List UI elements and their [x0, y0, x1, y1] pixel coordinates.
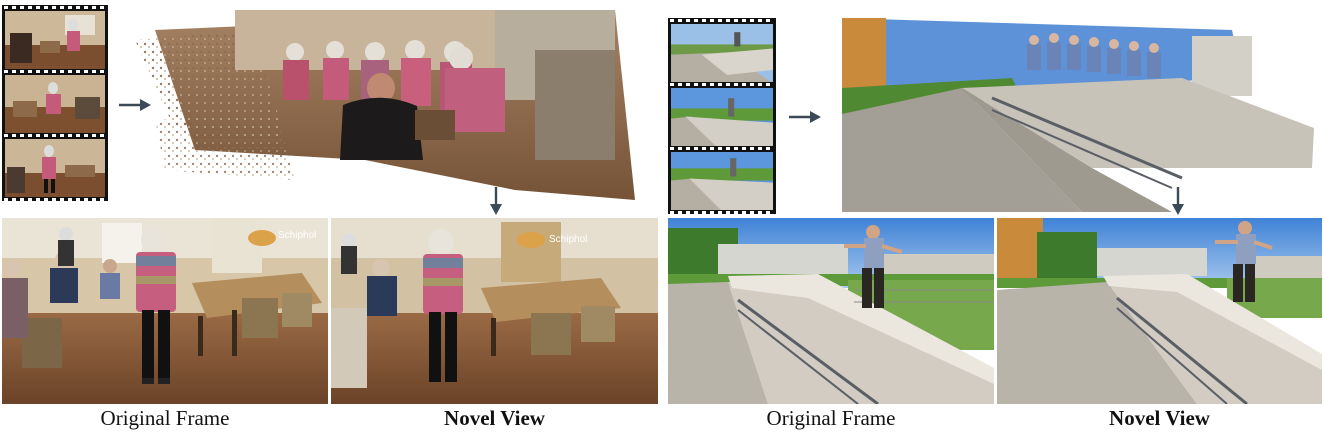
point-cloud-reconstruction-indoor — [135, 10, 640, 206]
right-arrow-icon — [118, 96, 152, 114]
right-arrow-icon — [788, 108, 822, 126]
input-film-strip-left — [2, 5, 108, 201]
novel-view-image-indoor: Schiphol — [331, 218, 658, 404]
novel-view-image-outdoor — [997, 218, 1322, 404]
caption-original-frame-right: Original Frame — [766, 406, 896, 430]
input-frame — [5, 75, 105, 133]
point-cloud-reconstruction-outdoor — [842, 18, 1314, 212]
input-film-strip-right — [668, 18, 776, 214]
caption-original-frame-left: Original Frame — [100, 406, 230, 430]
input-frame — [5, 11, 105, 69]
original-frame-image-indoor: Schiphol — [2, 218, 328, 404]
sign-text: Schiphol — [278, 230, 317, 241]
sign-text: Schiphol — [549, 234, 588, 245]
caption-novel-view-right: Novel View — [1109, 406, 1210, 430]
input-frame — [671, 24, 773, 82]
input-frame — [671, 88, 773, 146]
original-frame-image-outdoor — [668, 218, 994, 404]
caption-novel-view-left: Novel View — [444, 406, 545, 430]
input-frame — [5, 139, 105, 197]
down-arrow-icon — [1171, 186, 1185, 216]
input-frame — [671, 152, 773, 210]
down-arrow-icon — [489, 186, 503, 216]
